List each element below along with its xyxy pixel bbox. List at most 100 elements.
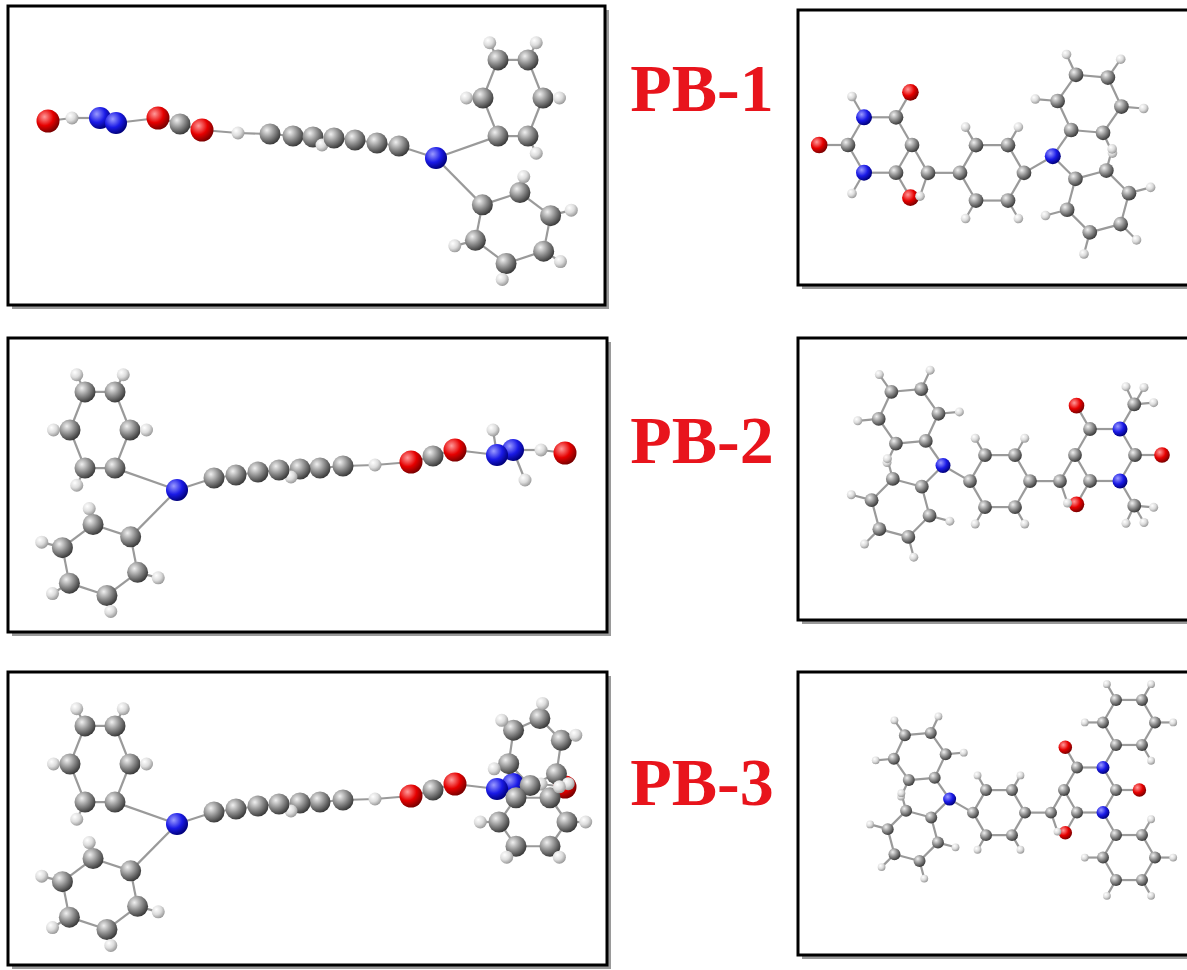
atom <box>1136 829 1148 841</box>
atom <box>1113 217 1128 232</box>
atom <box>1169 719 1177 727</box>
atom <box>96 919 117 940</box>
atom <box>204 468 225 489</box>
atom <box>1147 680 1155 688</box>
atom <box>1127 397 1141 411</box>
atom <box>486 778 508 800</box>
atom <box>518 49 539 70</box>
atom <box>488 49 509 70</box>
atom <box>921 165 936 180</box>
atom <box>1110 829 1122 841</box>
atom <box>140 758 153 771</box>
atom <box>120 420 141 441</box>
atom <box>961 214 971 224</box>
atom <box>902 84 919 101</box>
atom <box>878 863 886 871</box>
atom <box>903 774 915 786</box>
atom <box>884 385 898 399</box>
atom <box>1062 50 1072 60</box>
atom <box>345 130 366 151</box>
atom <box>1136 694 1148 706</box>
atom <box>369 793 382 806</box>
molecule <box>37 36 578 286</box>
atom <box>496 253 517 274</box>
atom <box>1008 448 1022 462</box>
atom <box>105 715 126 736</box>
atom <box>46 921 59 934</box>
atom <box>52 537 73 558</box>
atom <box>1099 163 1114 178</box>
atom <box>488 762 501 775</box>
atom <box>35 536 48 549</box>
atom <box>444 773 467 796</box>
atom <box>980 784 992 796</box>
atom <box>969 193 984 208</box>
atom <box>226 465 247 486</box>
atom <box>1136 739 1148 751</box>
atom <box>1149 503 1158 512</box>
atom <box>117 702 130 715</box>
atom <box>914 382 928 396</box>
atom <box>1083 474 1097 488</box>
atom <box>889 110 904 125</box>
atom <box>847 92 857 102</box>
atom <box>1107 144 1117 154</box>
atom <box>900 805 912 817</box>
atom <box>533 241 554 262</box>
atom <box>191 119 214 142</box>
atom <box>506 787 527 808</box>
atom <box>936 458 951 473</box>
atom <box>963 474 977 488</box>
atom <box>553 780 566 793</box>
atom <box>920 875 928 883</box>
atom <box>232 127 245 140</box>
atom <box>500 851 513 864</box>
atom <box>152 571 165 584</box>
molecule <box>35 697 592 952</box>
atom <box>932 837 944 849</box>
atom <box>1058 784 1070 796</box>
atom <box>1136 874 1148 886</box>
atom <box>872 522 886 536</box>
atom <box>1097 852 1109 864</box>
atom <box>960 749 968 757</box>
atom <box>872 756 880 764</box>
atom <box>811 137 828 154</box>
atom <box>310 458 331 479</box>
atom <box>1140 383 1149 392</box>
atom <box>1097 806 1110 819</box>
atom <box>1147 815 1155 823</box>
atom <box>269 460 290 481</box>
molecule <box>866 680 1177 899</box>
atom <box>971 434 980 443</box>
atom <box>1006 829 1018 841</box>
atom <box>46 587 59 600</box>
atom <box>120 526 141 547</box>
atom <box>872 412 886 426</box>
atom <box>60 420 81 441</box>
atom <box>83 514 104 535</box>
atom <box>483 36 496 49</box>
panel-frame <box>798 338 1187 620</box>
atom <box>1147 892 1155 900</box>
atom <box>866 821 874 829</box>
atom <box>425 147 447 169</box>
atom <box>565 204 578 217</box>
atom <box>978 448 992 462</box>
atom <box>170 114 191 135</box>
atom <box>140 424 153 437</box>
atom <box>1045 148 1061 164</box>
atom <box>901 530 915 544</box>
panel-frame <box>8 338 607 632</box>
molecule <box>35 368 576 618</box>
atom <box>423 446 444 467</box>
atom <box>47 424 60 437</box>
atom <box>75 792 96 813</box>
atom <box>945 517 954 526</box>
atom <box>283 126 304 147</box>
atom <box>1110 739 1122 751</box>
atom <box>1114 99 1129 114</box>
atom <box>147 107 170 130</box>
atom <box>1103 892 1111 900</box>
